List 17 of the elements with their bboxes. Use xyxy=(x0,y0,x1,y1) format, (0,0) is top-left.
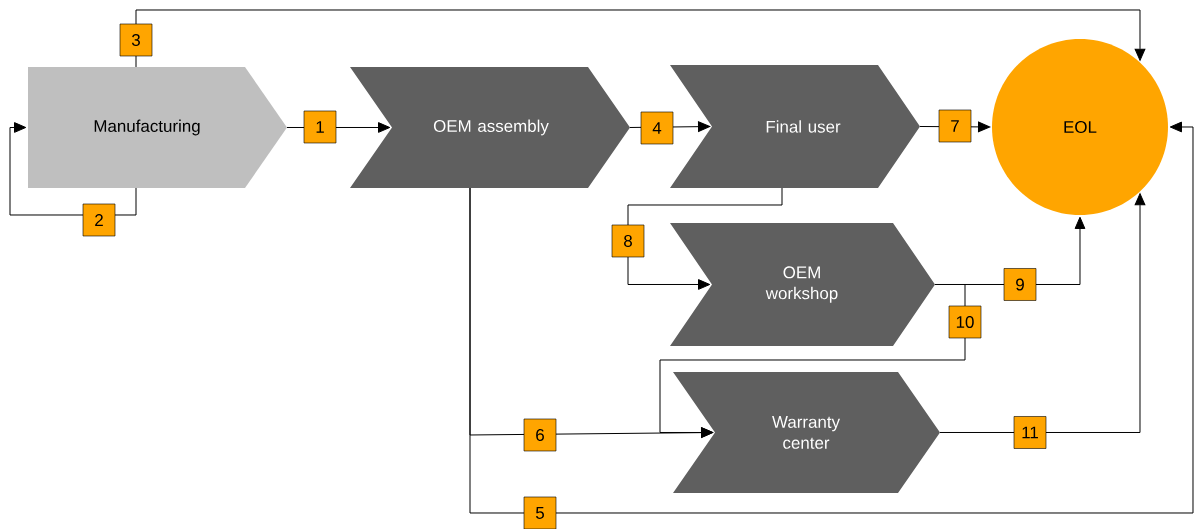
edge-label: 7 xyxy=(938,109,972,143)
arrow xyxy=(939,193,1146,433)
arrow xyxy=(659,284,966,438)
edge-label: 5 xyxy=(523,496,557,529)
edge-label: 8 xyxy=(611,224,645,258)
arrow xyxy=(469,121,1194,514)
arrow xyxy=(627,187,783,290)
edge-label: 6 xyxy=(523,418,557,452)
circle-node: EOL xyxy=(992,39,1168,215)
edge-label: 3 xyxy=(119,23,153,57)
edge-label: 1 xyxy=(303,110,337,144)
edge-label: 4 xyxy=(640,111,674,145)
edge-label: 10 xyxy=(948,305,982,339)
edge-label: 11 xyxy=(1013,416,1047,449)
edge-label: 2 xyxy=(82,203,116,237)
arrow xyxy=(135,9,1146,68)
edge-label: 9 xyxy=(1003,268,1037,301)
